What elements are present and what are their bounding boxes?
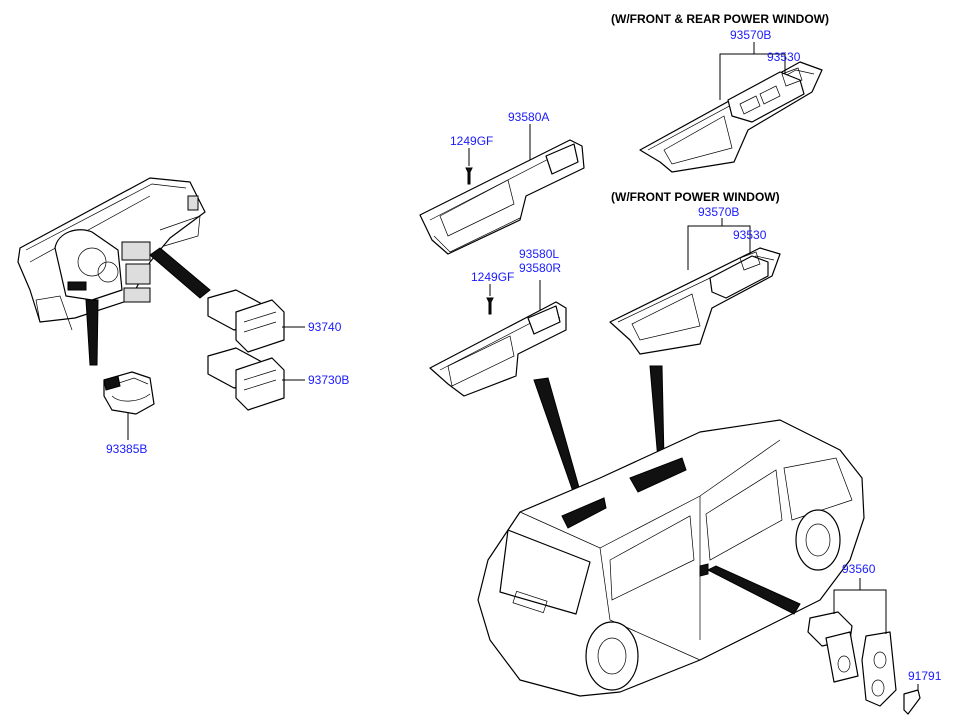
dashboard-illustration <box>17 177 206 331</box>
label-93385B: 93385B <box>106 442 148 456</box>
part-93580LR-drawing <box>429 301 567 397</box>
label-93570B-top: 93570B <box>730 28 772 42</box>
label-93570B-mid: 93570B <box>698 205 740 219</box>
label-93530-mid: 93530 <box>733 228 767 242</box>
leader-wedge-front <box>649 365 665 461</box>
header-front-only: (W/FRONT POWER WINDOW) <box>611 190 780 204</box>
part-93740-drawing <box>207 289 285 353</box>
label-1249GF-b: 1249GF <box>471 270 515 284</box>
leader-wedge-door <box>706 565 801 615</box>
label-93530-top: 93530 <box>767 50 801 64</box>
label-1249GF-a: 1249GF <box>450 134 494 148</box>
part-93560-drawing <box>807 611 897 707</box>
label-93580L: 93580L <box>519 247 560 261</box>
screw-1249GF-a <box>465 167 473 185</box>
label-93730B: 93730B <box>308 373 350 387</box>
screw-1249GF-b <box>486 297 494 315</box>
leader-wedge-rear <box>533 377 583 501</box>
leader-wedge-console <box>85 299 99 366</box>
label-93740: 93740 <box>308 320 342 334</box>
part-93730B-drawing <box>207 347 285 411</box>
part-93570B-top-drawing <box>639 61 823 173</box>
leader-93570B-top <box>719 42 785 100</box>
label-93560: 93560 <box>842 562 876 576</box>
header-front-rear: (W/FRONT & REAR POWER WINDOW) <box>611 12 829 26</box>
part-93580A-drawing <box>419 139 585 255</box>
part-93570B-mid-drawing <box>609 247 781 355</box>
label-91791: 91791 <box>908 669 942 683</box>
car-illustration <box>477 419 865 697</box>
part-93385B-drawing <box>103 371 155 415</box>
leader-93560 <box>833 578 887 634</box>
leader-93570B-mid <box>687 218 751 270</box>
label-93580A: 93580A <box>508 110 550 124</box>
leader-wedge-switch <box>149 247 211 299</box>
screw-91791 <box>903 689 921 715</box>
label-93580R: 93580R <box>519 261 562 275</box>
